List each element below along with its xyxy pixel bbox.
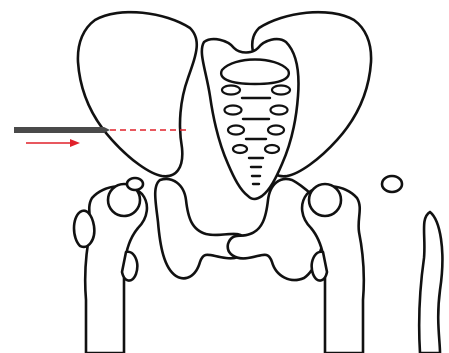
right-trochanter [419,212,442,353]
left-ilium [78,12,197,176]
right-lesser-trochanter [312,252,327,281]
needle-instrument [14,127,110,133]
direction-arrow [26,139,80,147]
left-small-ossicle [127,178,143,190]
right-small-ossicle [382,176,402,192]
left-ischium [155,179,247,278]
right-femoral-head [309,184,341,216]
left-lesser-trochanter [122,252,137,281]
left-trochanter [74,211,94,247]
